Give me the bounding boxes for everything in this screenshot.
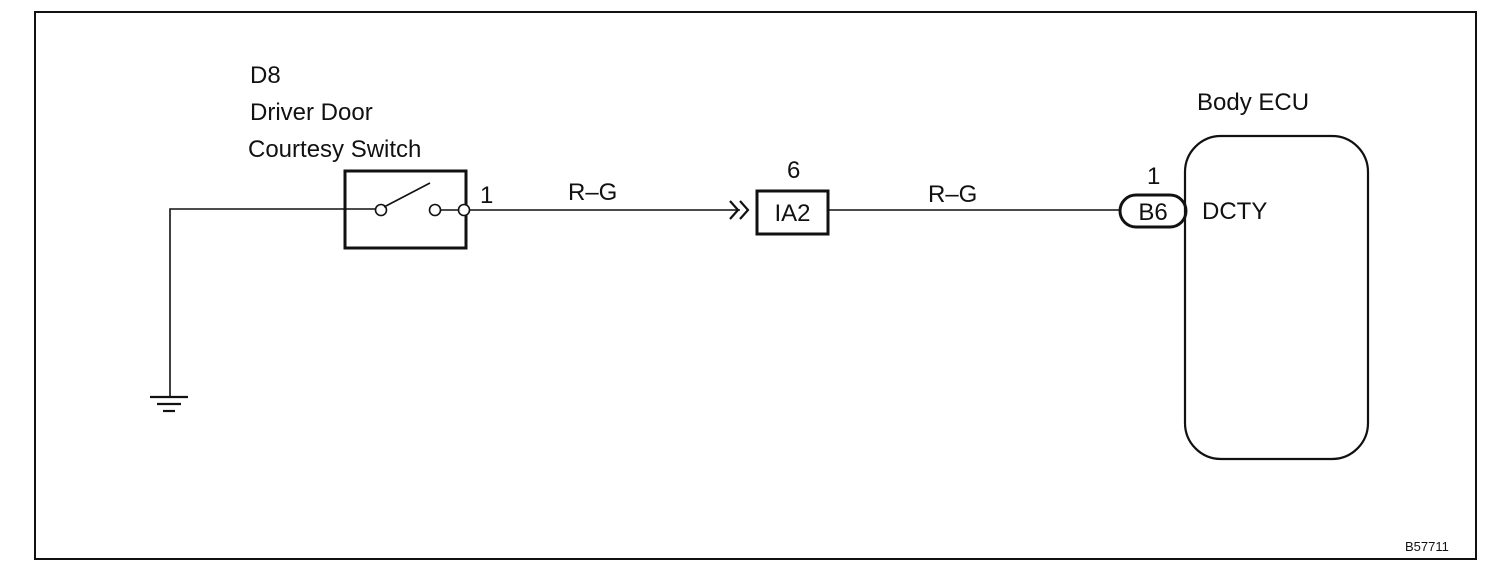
junction-connector-code: IA2 [774, 200, 810, 227]
figure-id: B57711 [1405, 539, 1449, 554]
ecu-connector-oval [1118, 193, 1188, 229]
diagram-frame [34, 11, 1477, 560]
switch-name-line2: Courtesy Switch [248, 136, 421, 163]
ecu-name: Body ECU [1197, 89, 1309, 116]
courtesy-switch [343, 169, 471, 250]
junction-pin: 6 [787, 157, 800, 184]
switch-name-line1: Driver Door [250, 99, 373, 126]
ecu-connector-pin: 1 [1147, 163, 1160, 190]
ground-wire [169, 208, 345, 396]
ecu-terminal: DCTY [1202, 198, 1267, 225]
inline-connector-chevron-icon [729, 200, 750, 220]
wire-2-color: R–G [928, 181, 977, 208]
switch-pin: 1 [480, 182, 493, 209]
junction-connector-box [755, 189, 830, 236]
switch-code: D8 [250, 62, 281, 89]
ecu-box [1183, 134, 1370, 461]
wire-1-color: R–G [568, 179, 617, 206]
ground-symbol [150, 395, 188, 413]
ecu-connector-code: B6 [1138, 199, 1167, 226]
